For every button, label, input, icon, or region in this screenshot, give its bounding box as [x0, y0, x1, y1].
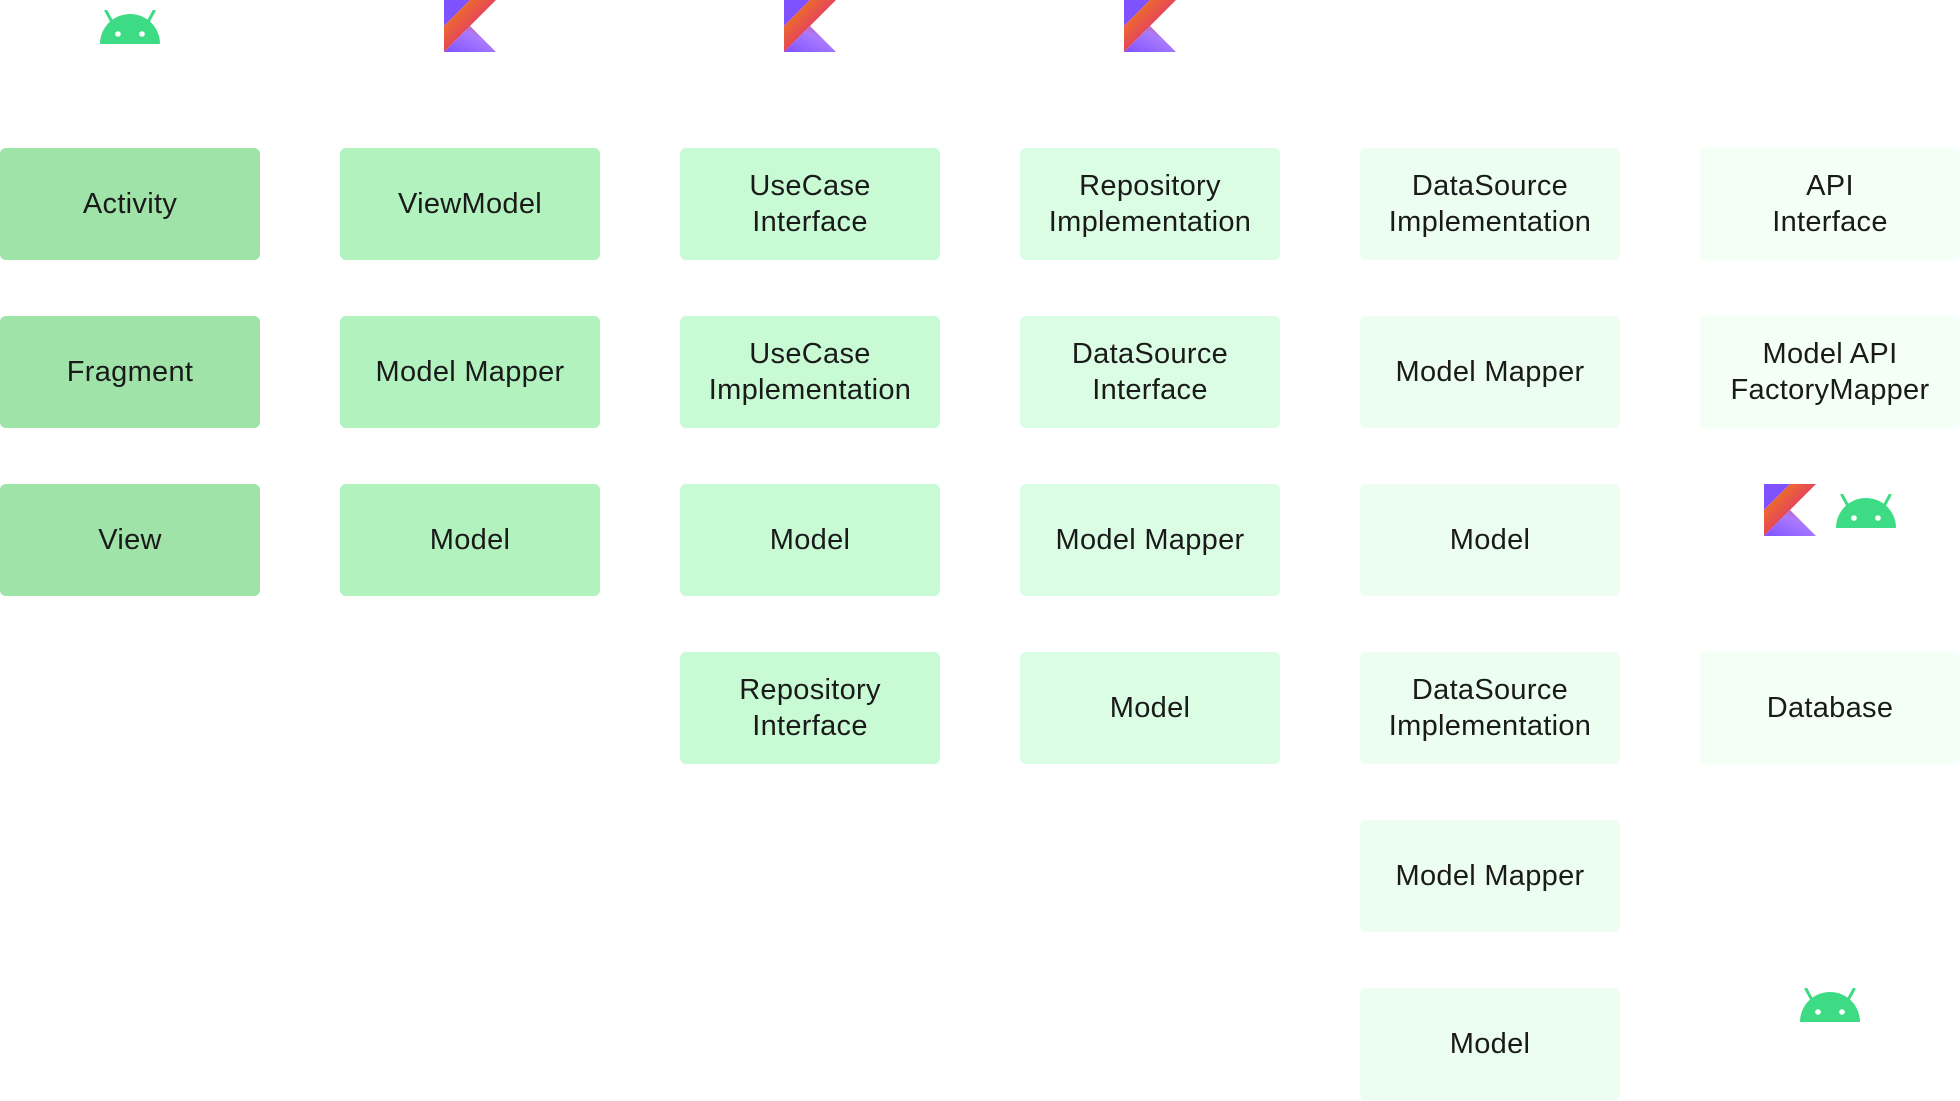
kotlin-icon — [1764, 484, 1816, 536]
model-box: Model — [340, 484, 600, 596]
model-api-factorymapper-box: Model API FactoryMapper — [1700, 316, 1960, 428]
view-box: View — [0, 484, 260, 596]
repository-implementation-box: Repository Implementation — [1020, 148, 1280, 260]
datasource-implementation-box: DataSource Implementation — [1360, 148, 1620, 260]
model-box: Model — [1020, 652, 1280, 764]
fragment-box: Fragment — [0, 316, 260, 428]
model-mapper-box: Model Mapper — [340, 316, 600, 428]
activity-box: Activity — [0, 148, 260, 260]
model-box: Model — [1360, 988, 1620, 1100]
model-mapper-box: Model Mapper — [1360, 316, 1620, 428]
model-mapper-box: Model Mapper — [1020, 484, 1280, 596]
android-icon — [1836, 494, 1896, 528]
model-box: Model — [680, 484, 940, 596]
android-icon — [1800, 988, 1860, 1022]
database-box: Database — [1700, 652, 1960, 764]
viewmodel-box: ViewModel — [340, 148, 600, 260]
kotlin-icon — [444, 0, 496, 52]
api-interface-box: API Interface — [1700, 148, 1960, 260]
datasource-interface-box: DataSource Interface — [1020, 316, 1280, 428]
kotlin-icon — [1124, 0, 1176, 52]
kotlin-icon — [784, 0, 836, 52]
repository-interface-box: Repository Interface — [680, 652, 940, 764]
android-icon — [100, 10, 160, 44]
model-box: Model — [1360, 484, 1620, 596]
datasource-implementation-box: DataSource Implementation — [1360, 652, 1620, 764]
usecase-interface-box: UseCase Interface — [680, 148, 940, 260]
model-mapper-box: Model Mapper — [1360, 820, 1620, 932]
usecase-implementation-box: UseCase Implementation — [680, 316, 940, 428]
